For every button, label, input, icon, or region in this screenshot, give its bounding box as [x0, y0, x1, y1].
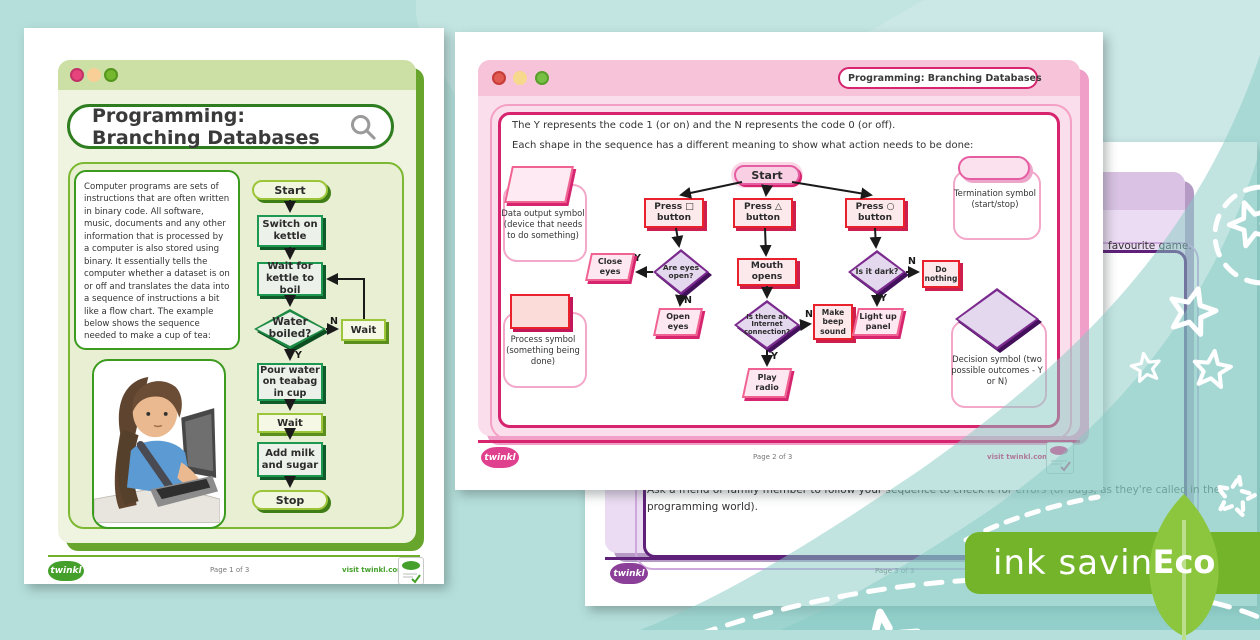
page-3-page-number: Page 3 of 3: [875, 567, 915, 575]
page-1-search-bar[interactable]: Programming: Branching Databases: [67, 104, 394, 149]
termination-symbol-shape: [958, 156, 1030, 180]
page-1-footer-divider: [48, 555, 420, 557]
twinkl-quality-badge: [398, 557, 424, 584]
label-yes: Y: [295, 350, 302, 361]
dashed-star-icon: [846, 608, 923, 630]
magnifier-icon: [350, 114, 376, 140]
legend-process: Process symbol (something being done): [506, 334, 580, 366]
twinkl-logo: twinkl: [610, 563, 648, 584]
data-output-symbol-shape: [504, 166, 574, 203]
flow-process: Mouth opens: [737, 258, 797, 286]
flow-process: Do nothing: [922, 260, 960, 288]
label-no: N: [330, 316, 338, 327]
page-2-page-number: Page 2 of 3: [753, 453, 793, 461]
flow-start: Start: [734, 165, 800, 185]
eco-label: Eco: [1152, 543, 1216, 581]
flow-stop: Stop: [252, 490, 328, 510]
page-1-site-link[interactable]: visit twinkl.com: [342, 566, 405, 574]
flow-process: Make beep sound: [813, 304, 853, 340]
legend-decision: Decision symbol (two possible outcomes -…: [951, 354, 1043, 386]
twinkl-logo: twinkl: [481, 447, 519, 468]
twinkl-quality-badge: [1046, 442, 1074, 474]
flow-press-circle: Press ○button: [845, 198, 905, 228]
label-yes: Y: [634, 253, 641, 264]
flow-decision: Is it dark?: [848, 250, 909, 297]
flow-output: Close eyes: [585, 253, 635, 281]
label-yes: Y: [771, 351, 778, 362]
page-1-paper: Programming: Branching Databases Compute…: [24, 28, 444, 584]
page-3-text-fragment: favourite game.: [1108, 240, 1192, 252]
process-symbol-shape: [510, 294, 570, 329]
label-no: N: [805, 309, 813, 320]
girl-laptop-illustration: [92, 359, 226, 529]
page-2-title: Programming: Branching Databases: [848, 72, 1042, 84]
flow-decision: Water boiled?: [254, 309, 329, 352]
page-2-text-line1: The Y represents the code 1 (or on) and …: [512, 120, 896, 131]
page-2-search-bar[interactable]: Programming: Branching Databases: [838, 67, 1042, 89]
page-2-paper: Programming: Branching Databases The Y r…: [455, 32, 1103, 490]
yellow-dot-icon[interactable]: [87, 68, 101, 82]
page-2-footer-divider: [478, 440, 1080, 443]
page-2-text-line2: Each shape in the sequence has a differe…: [512, 140, 974, 151]
flow-step: Add milk and sugar: [257, 442, 323, 477]
flow-output: Play radio: [741, 368, 793, 398]
flow-press-triangle: Press △button: [733, 198, 793, 228]
twinkl-logo: twinkl: [48, 561, 84, 581]
red-dot-icon[interactable]: [70, 68, 84, 82]
decision-symbol-shape: [955, 288, 1042, 353]
legend-data-output: Data output symbol (device that needs to…: [501, 208, 585, 240]
page-2-site-link[interactable]: visit twinkl.com: [987, 453, 1050, 461]
page-1-title: Programming: Branching Databases: [92, 104, 320, 149]
flow-press-square: Press □button: [644, 198, 704, 228]
page-1-page-number: Page 1 of 3: [210, 566, 250, 574]
flow-step: Wait for kettle to boil: [257, 261, 323, 296]
flow-decision: Are eyes open?: [653, 249, 712, 298]
green-dot-icon[interactable]: [104, 68, 118, 82]
flow-step: Wait: [257, 413, 323, 433]
page-1-intro-box: Computer programs are sets of instructio…: [74, 170, 240, 350]
label-no: N: [684, 295, 692, 306]
green-dot-icon[interactable]: [535, 71, 549, 85]
label-no: N: [908, 256, 916, 267]
flow-step: Pour water on teabag in cup: [257, 363, 323, 401]
flow-wait-loop: Wait: [341, 319, 386, 341]
red-dot-icon[interactable]: [492, 71, 506, 85]
yellow-dot-icon[interactable]: [513, 71, 527, 85]
page-3-body-line2: programming world).: [647, 501, 758, 513]
checkmark-icon: [1051, 460, 1071, 472]
flow-step: Switch on kettle: [257, 215, 323, 247]
checkmark-icon: [403, 573, 421, 584]
flow-output: Open eyes: [653, 308, 703, 336]
flow-start: Start: [252, 180, 328, 200]
flow-decision: Is there an Internet connection?: [734, 300, 803, 353]
legend-termination: Termination symbol (start/stop): [953, 188, 1036, 209]
label-yes: Y: [880, 293, 887, 304]
flow-output: Light up panel: [852, 308, 904, 336]
